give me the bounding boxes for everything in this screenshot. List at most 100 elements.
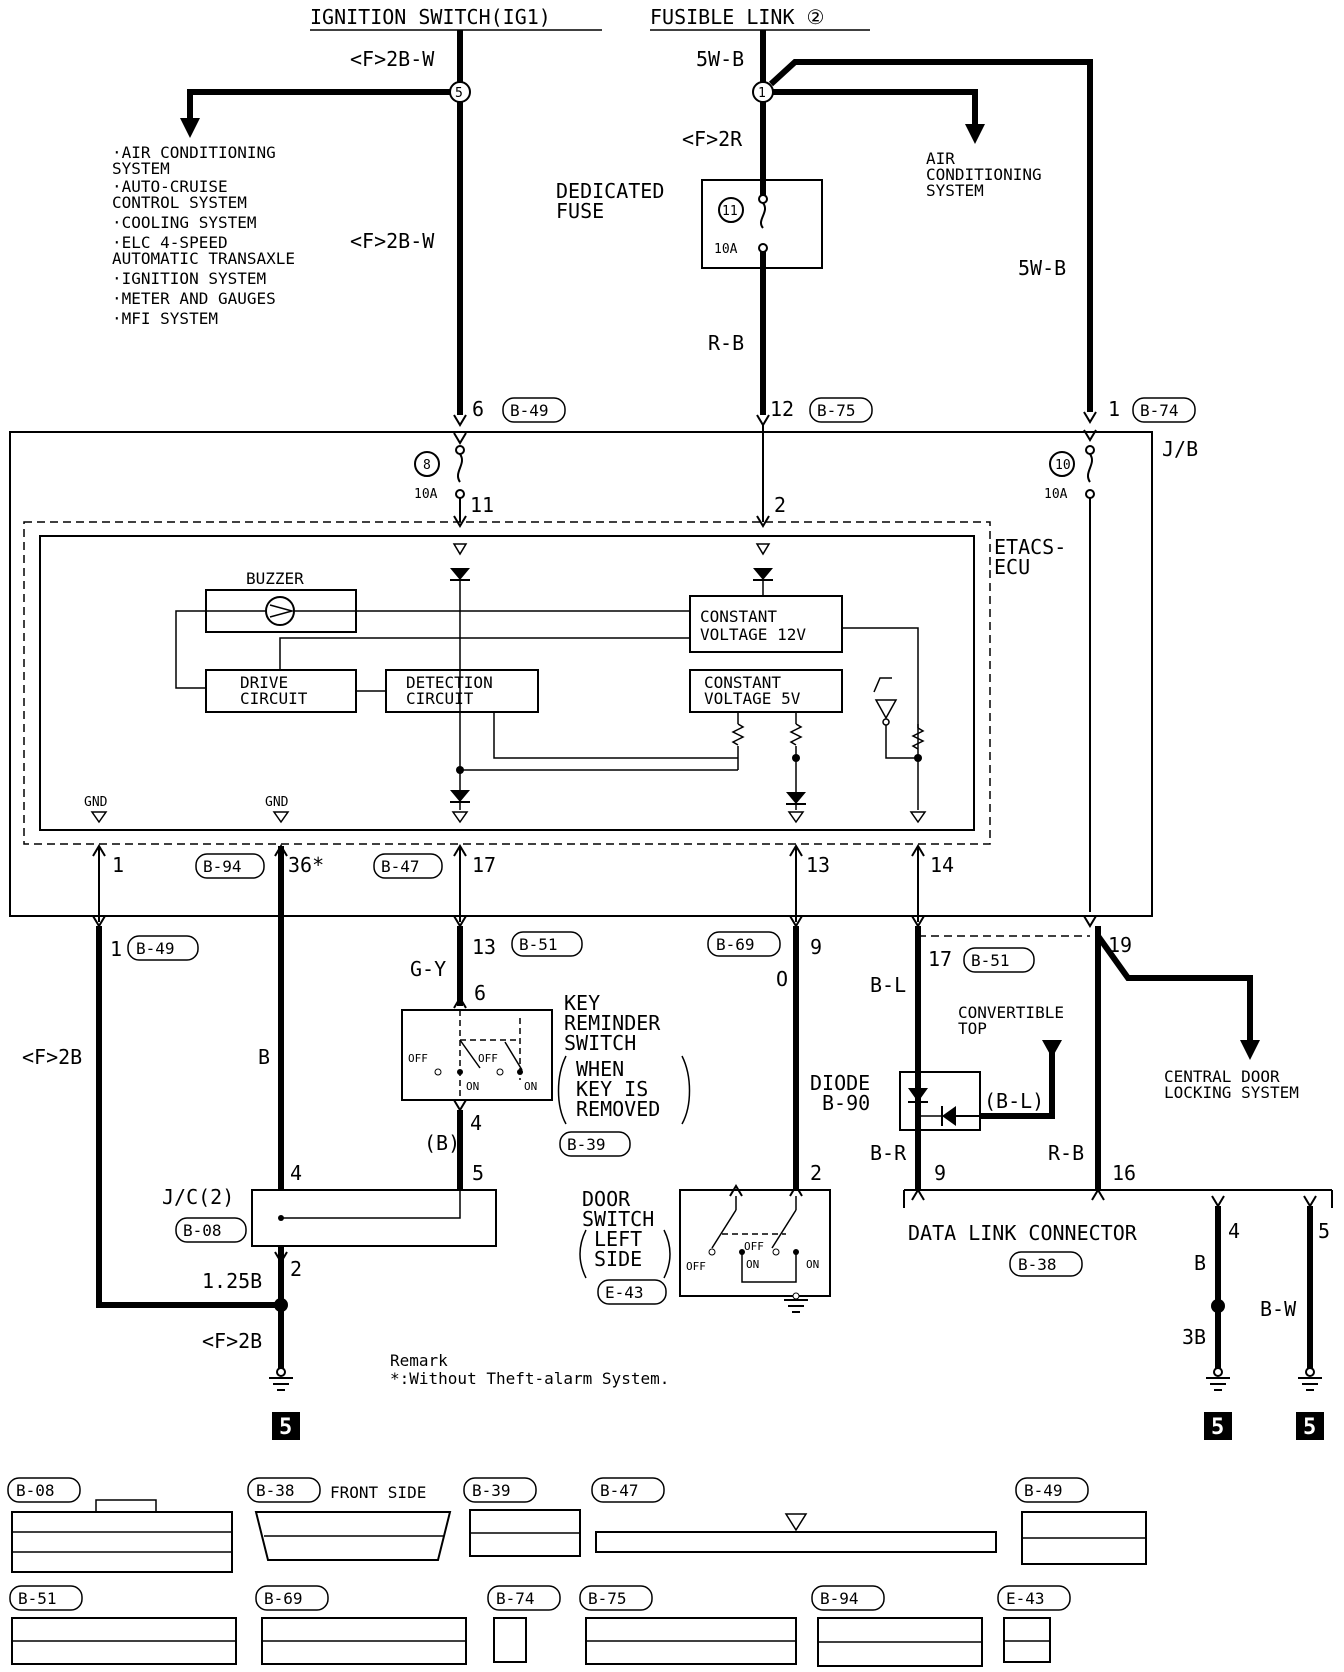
arrow-icon xyxy=(1240,1040,1260,1060)
ground-symbol: 5 xyxy=(1296,1367,1324,1440)
list-item: ·COOLING SYSTEM xyxy=(112,213,257,232)
wire-label: 3B xyxy=(1182,1325,1206,1349)
ground-number: 5 xyxy=(279,1415,292,1440)
ground-symbol: 5 xyxy=(1204,1367,1232,1440)
connector-b94: B-94 xyxy=(811,1585,983,1667)
switch-state: OFF xyxy=(686,1260,706,1273)
pin-number: 13 xyxy=(806,853,830,877)
diode-label: DIODE xyxy=(810,1071,870,1095)
connector-b39: B-39 xyxy=(463,1477,581,1557)
pin-number: 1 xyxy=(110,937,122,961)
pin-number: 2 xyxy=(290,1257,302,1281)
list-item: ·MFI SYSTEM xyxy=(112,309,218,328)
splice-number: 1 xyxy=(758,86,766,101)
connector-id: B-75 xyxy=(817,401,856,420)
ac-line: CONDITIONING xyxy=(926,165,1042,184)
ignition-source: IGNITION SWITCH(IG1) xyxy=(310,5,602,31)
etacs-ecu: ETACS- ECU BUZZER CONSTANT VOLTAGE 12V D… xyxy=(23,521,1066,845)
pin-number: 2 xyxy=(774,493,786,517)
block-label: CIRCUIT xyxy=(240,689,308,708)
wire-label: R-B xyxy=(708,331,744,355)
connector-id: B-38 xyxy=(256,1481,295,1500)
remark-text: *:Without Theft-alarm System. xyxy=(390,1369,669,1388)
arrow-icon xyxy=(1042,1040,1062,1058)
fuse-amperage: 10A xyxy=(414,487,438,502)
fusible-source: FUSIBLE LINK ② xyxy=(650,5,870,31)
connector-b08: B-08 xyxy=(7,1477,233,1573)
pin-number: 2 xyxy=(810,1161,822,1185)
pin-number: 6 xyxy=(472,397,484,421)
connector-id: B-75 xyxy=(588,1589,627,1608)
wire-label: <F>2B-W xyxy=(350,47,435,71)
diode: DIODE B-90 xyxy=(810,1071,981,1131)
pin-number: 36* xyxy=(288,853,324,877)
pin-number: 6 xyxy=(474,981,486,1005)
junction-connector: J/C(2) B-08 2 xyxy=(162,1185,497,1281)
central-lock-label: CENTRAL DOOR xyxy=(1164,1067,1280,1086)
gnd-label: GND xyxy=(265,795,289,810)
connector-id: B-49 xyxy=(510,401,549,420)
switch-note: REMOVED xyxy=(576,1097,660,1121)
ac-line: AIR xyxy=(926,149,955,168)
list-item: ·AIR CONDITIONING xyxy=(112,143,276,162)
block-label: CONSTANT xyxy=(700,607,777,626)
wire-label: <F>2B xyxy=(22,1045,82,1069)
pin-number: 4 xyxy=(470,1111,482,1135)
pin-number: 12 xyxy=(770,397,794,421)
pin-number: 1 xyxy=(1108,397,1120,421)
connector-id: B-39 xyxy=(472,1481,511,1500)
pin-number: 14 xyxy=(930,853,954,877)
pin-number: 1 xyxy=(112,853,124,877)
fuse-label: DEDICATED xyxy=(556,179,664,203)
block-label: DETECTION xyxy=(406,673,493,692)
switch-state: ON xyxy=(466,1080,479,1093)
ecu-label: ETACS- xyxy=(994,535,1066,559)
pin-number: 16 xyxy=(1112,1161,1136,1185)
pin-number: 4 xyxy=(1228,1219,1240,1243)
wire-label: <F>2B xyxy=(202,1329,262,1353)
ignition-switch-label: IGNITION SWITCH(IG1) xyxy=(310,5,551,29)
connector-id: B-69 xyxy=(264,1589,303,1608)
pin-number: 5 xyxy=(1318,1219,1330,1243)
list-item: ·IGNITION SYSTEM xyxy=(112,269,266,288)
pin-number: 17 xyxy=(472,853,496,877)
connector-id: B-51 xyxy=(971,951,1010,970)
list-item: CONTROL SYSTEM xyxy=(112,193,247,212)
switch-state: ON xyxy=(806,1258,819,1271)
connector-id: B-49 xyxy=(136,939,175,958)
dlc-label: DATA LINK CONNECTOR xyxy=(908,1221,1138,1245)
fuse-number: 8 xyxy=(423,458,431,473)
block-label: VOLTAGE 12V xyxy=(700,625,806,644)
jb-label: J/B xyxy=(1162,437,1198,461)
switch-note: WHEN xyxy=(576,1057,624,1081)
data-link-connector: 9 16 4 5 DATA LINK CONNECTOR B-38 xyxy=(903,1161,1333,1277)
remark-title: Remark xyxy=(390,1351,448,1370)
wire-label: 1.25B xyxy=(202,1269,262,1293)
wire-label: O xyxy=(776,967,788,991)
connector-id: B-47 xyxy=(600,1481,639,1500)
switch-state: OFF xyxy=(478,1052,498,1065)
wire-label: 5W-B xyxy=(1018,256,1066,280)
convertible-label: TOP xyxy=(958,1019,987,1038)
wire-label: R-B xyxy=(1048,1141,1084,1165)
connector-id: B-69 xyxy=(716,935,755,954)
gnd-label: GND xyxy=(84,795,108,810)
connector-id: B-51 xyxy=(519,935,558,954)
ground-number: 5 xyxy=(1211,1415,1224,1440)
door-switch: OFF OFF ON ON DOOR SWITCH LEFT SIDE E-43 xyxy=(579,1184,831,1313)
pin-number: 11 xyxy=(470,493,494,517)
wire-label: B-R xyxy=(870,1141,907,1165)
switch-label: SIDE xyxy=(594,1247,642,1271)
fuse-label: FUSE xyxy=(556,199,604,223)
fuse-amperage: 10A xyxy=(1044,487,1068,502)
key-reminder-switch: OFF OFF ON ON KEY REMINDER SWITCH WHEN K… xyxy=(401,991,691,1157)
wire-label: <F>2R xyxy=(682,127,743,151)
central-lock-label: LOCKING SYSTEM xyxy=(1164,1083,1299,1102)
dedicated-fuse: 11 10A DEDICATED FUSE xyxy=(556,179,823,269)
wire-label: <F>2B-W xyxy=(350,229,435,253)
ecu-label: ECU xyxy=(994,555,1030,579)
connector-e43: E-43 xyxy=(997,1585,1071,1663)
pin-number: 17 xyxy=(928,947,952,971)
wire-label: G-Y xyxy=(410,957,446,981)
